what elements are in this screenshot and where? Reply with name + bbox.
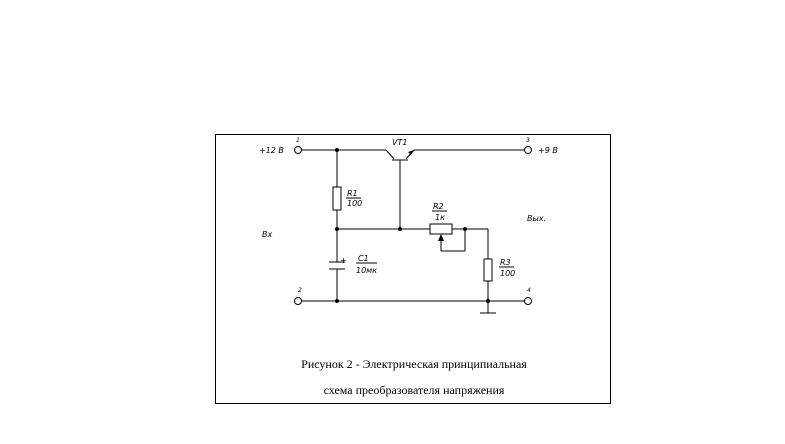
figure-frame: +12 В +9 В Вх Вых. 1 3 2 4 VT1 R1 100 R2… — [215, 134, 611, 404]
junction-dot — [335, 227, 339, 231]
label-input-voltage: +12 В — [259, 146, 284, 155]
terminal-in-top — [294, 146, 302, 154]
label-vt1: VT1 — [392, 138, 407, 147]
resistor-r1 — [332, 186, 342, 211]
label-c1-ref: C1 — [358, 254, 369, 263]
figure-caption-line-2: схема преобразователя напряжения — [323, 383, 505, 397]
label-r1-value: 100 — [347, 199, 362, 208]
label-r2-ref: R2 — [433, 202, 444, 211]
terminal-in-bottom — [294, 297, 302, 305]
label-input-side: Вх — [262, 230, 272, 239]
potentiometer-r2 — [429, 223, 488, 252]
transistor-vt1 — [385, 149, 415, 229]
label-r1-ref: R1 — [347, 189, 358, 198]
resistor-r3 — [483, 258, 493, 282]
junction-dot — [335, 299, 339, 303]
junction-dot — [486, 299, 490, 303]
label-r3-ref: R3 — [500, 258, 511, 267]
terminal-out-bottom — [524, 297, 532, 305]
label-term-out-bottom: 4 — [527, 287, 531, 294]
label-output-side: Вых. — [527, 214, 546, 223]
terminal-out-top — [524, 146, 532, 154]
label-term-out-top: 3 — [526, 137, 530, 144]
capacitor-c1 — [329, 261, 345, 301]
junction-dot — [335, 148, 339, 152]
label-c1-value: 10мк — [356, 266, 377, 275]
label-term-in-bottom: 2 — [298, 287, 302, 294]
circuit-schematic: +12 В +9 В Вх Вых. 1 3 2 4 VT1 R1 100 R2… — [259, 137, 558, 314]
label-r3-value: 100 — [500, 269, 515, 278]
label-c1-polarity: + — [340, 256, 347, 265]
label-output-voltage: +9 В — [538, 146, 558, 155]
junction-dot — [463, 227, 467, 231]
figure-caption-line-1: Рисунок 2 - Электрическая принципиальная — [301, 357, 527, 371]
label-term-in-top: 1 — [296, 137, 300, 144]
label-r2-value: 1к — [435, 213, 445, 222]
junction-dot — [398, 227, 402, 231]
